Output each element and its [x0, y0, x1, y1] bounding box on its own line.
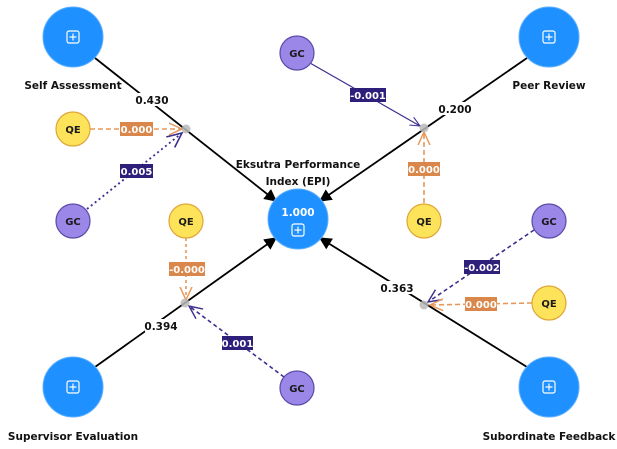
label-epi-line2: Index (EPI): [266, 176, 331, 188]
moderator-qe-peer[interactable]: QE: [406, 203, 442, 239]
coef-self-assessment: 0.430: [135, 95, 168, 107]
moderator-qe-supervisor[interactable]: QE: [168, 203, 204, 239]
moderator-gc-peer[interactable]: GC: [279, 35, 315, 71]
svg-text:QE: QE: [541, 299, 557, 310]
expand-icon[interactable]: [66, 30, 80, 44]
badge-gc-subordinate: -0.002: [464, 260, 500, 274]
junction-self-assessment: [181, 124, 191, 134]
expand-icon[interactable]: [291, 223, 305, 237]
label-peer-review: Peer Review: [512, 80, 586, 92]
badge-gc-peer: -0.001: [350, 88, 386, 102]
moderator-badges: 0.000 0.005 -0.001 0.000 -0.000 0.001 -0…: [120, 88, 500, 350]
badge-gc-supervisor: 0.001: [222, 336, 254, 350]
construct-epi[interactable]: Eksutra Performance Index (EPI) 1.000: [236, 159, 361, 250]
coef-peer-review: 0.200: [438, 104, 471, 116]
construct-subordinate-feedback[interactable]: Subordinate Feedback: [483, 356, 617, 443]
junction-peer-review: [419, 123, 429, 133]
badge-qe-self: 0.000: [120, 122, 153, 136]
moderator-gc-supervisor[interactable]: GC: [279, 370, 315, 406]
junctions: [180, 123, 429, 310]
main-coefficients: 0.430 0.200 0.394 0.363: [135, 93, 472, 333]
construct-peer-review[interactable]: Peer Review: [512, 6, 586, 92]
svg-text:GC: GC: [289, 384, 305, 395]
svg-text:-0.001: -0.001: [350, 91, 386, 102]
moderator-gc-subordinate[interactable]: GC: [531, 203, 567, 239]
svg-text:GC: GC: [289, 49, 305, 60]
svg-text:QE: QE: [65, 125, 81, 136]
expand-icon[interactable]: [542, 30, 556, 44]
badge-qe-supervisor: -0.000: [169, 262, 205, 276]
svg-text:GC: GC: [65, 217, 81, 228]
construct-supervisor-evaluation[interactable]: Supervisor Evaluation: [8, 356, 138, 443]
svg-text:GC: GC: [541, 217, 557, 228]
label-self-assessment: Self Assessment: [24, 80, 121, 92]
svg-text:QE: QE: [178, 217, 194, 228]
svg-text:-0.000: -0.000: [169, 265, 205, 276]
expand-icon[interactable]: [542, 380, 556, 394]
junction-subordinate-feedback: [419, 300, 429, 310]
expand-icon[interactable]: [66, 380, 80, 394]
moderator-gc-self[interactable]: GC: [55, 203, 91, 239]
label-epi-line1: Eksutra Performance: [236, 159, 361, 171]
moderator-qe-subordinate[interactable]: QE: [531, 285, 567, 321]
svg-text:0.000: 0.000: [465, 300, 497, 311]
coef-supervisor-evaluation: 0.394: [144, 321, 177, 333]
moderator-qe-self[interactable]: QE: [55, 111, 91, 147]
epi-r-squared: 1.000: [281, 207, 314, 219]
svg-text:0.005: 0.005: [121, 167, 153, 178]
svg-text:QE: QE: [416, 217, 432, 228]
badge-qe-peer: 0.000: [408, 162, 440, 176]
junction-supervisor-evaluation: [180, 298, 190, 308]
badge-qe-subordinate: 0.000: [465, 297, 497, 311]
coef-subordinate-feedback: 0.363: [380, 283, 413, 295]
svg-text:0.001: 0.001: [222, 339, 254, 350]
badge-gc-self: 0.005: [120, 164, 153, 178]
svg-text:-0.002: -0.002: [464, 263, 500, 274]
construct-self-assessment[interactable]: Self Assessment: [24, 6, 122, 92]
label-supervisor-evaluation: Supervisor Evaluation: [8, 431, 138, 443]
svg-text:0.000: 0.000: [121, 125, 153, 136]
svg-text:0.000: 0.000: [408, 165, 440, 176]
label-subordinate-feedback: Subordinate Feedback: [483, 431, 617, 443]
